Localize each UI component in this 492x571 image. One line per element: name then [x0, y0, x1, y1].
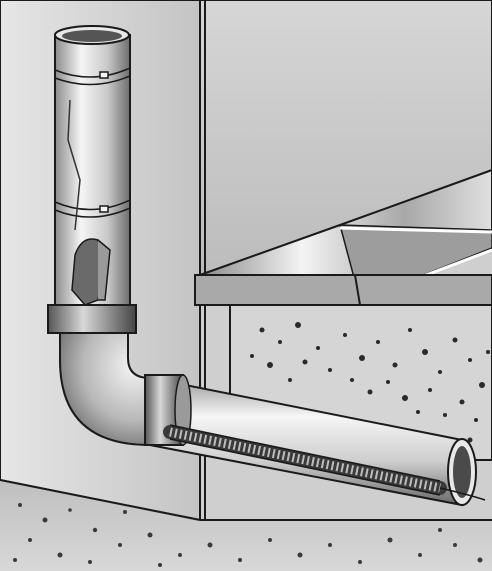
tape-icon — [54, 67, 131, 231]
pipe-coupling — [47, 304, 137, 334]
heat-cable-icon — [163, 424, 486, 501]
floor — [0, 479, 492, 571]
pipe-icon — [54, 25, 131, 321]
window-ledge — [194, 168, 492, 306]
